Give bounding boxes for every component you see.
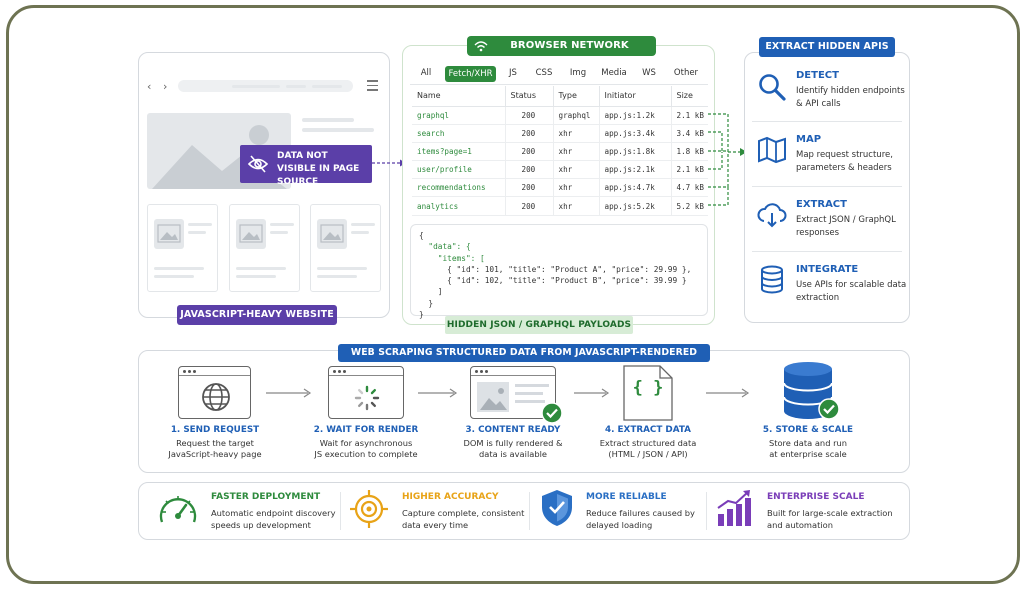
target-icon (350, 490, 388, 528)
benefit-desc: Capture complete, consistent data every … (402, 508, 525, 530)
overlay-label: DATA NOT VISIBLE IN PAGE SOURCE (277, 151, 360, 187)
menu-icon (367, 80, 378, 91)
json-payload: { "data": { "items": [ { "id": 101, "tit… (410, 224, 708, 319)
step-1-window (178, 366, 251, 419)
api-item-map: MAP Map request structure, parameters & … (752, 134, 902, 184)
check-circle-icon (541, 402, 563, 424)
arrow-right-icon (266, 388, 312, 398)
search-icon (759, 74, 786, 101)
benefit-desc: Reduce failures caused by delayed loadin… (586, 508, 695, 530)
eye-slash-icon (247, 155, 269, 173)
tab-other[interactable]: Other (673, 68, 699, 78)
globe-icon (202, 383, 230, 411)
column-header: Type (553, 86, 600, 107)
cloud-download-icon (757, 203, 787, 228)
image-icon (320, 224, 344, 243)
tab-img[interactable]: Img (569, 68, 587, 78)
benefit-title: HIGHER ACCURACY (402, 492, 499, 502)
payload-caption: HIDDEN JSON / GRAPHQL PAYLOADS (445, 316, 633, 334)
browser-forward-icon: › (163, 80, 168, 93)
benefit-desc: Automatic endpoint discovery speeds up d… (211, 508, 336, 530)
image-icon (239, 224, 263, 243)
arrow-right-icon (706, 388, 750, 398)
check-circle-icon (818, 398, 840, 420)
image-icon (157, 224, 181, 243)
benefit-desc: Built for large-scale extraction and aut… (767, 508, 893, 530)
benefit-title: MORE RELIABLE (586, 492, 667, 502)
map-icon (758, 136, 786, 164)
content-card (229, 204, 300, 292)
column-header: Initiator (599, 86, 672, 107)
data-not-visible-overlay: DATA NOT VISIBLE IN PAGE SOURCE (240, 145, 372, 187)
step-3: 3. CONTENT READY DOM is fully rendered &… (463, 425, 563, 459)
shield-check-icon (542, 490, 572, 526)
benefit-title: FASTER DEPLOYMENT (211, 492, 321, 502)
step-2-window (328, 366, 404, 419)
code-braces: { } (632, 378, 664, 398)
table-header-row: Name Status Type Initiator Size (412, 86, 708, 107)
column-header: Name (412, 86, 506, 107)
arrow-right-icon (574, 388, 610, 398)
step-2: 2. WAIT FOR RENDER Wait for asynchronous… (313, 425, 419, 459)
dashed-arrow-icon (372, 159, 406, 167)
network-header: BROWSER NETWORK ACTIVITY (467, 36, 656, 71)
network-header-label: BROWSER NETWORK ACTIVITY (510, 40, 629, 71)
column-header: Status (505, 86, 554, 107)
step-4: 4. EXTRACT DATA Extract structured data(… (599, 425, 697, 459)
arrow-right-icon (418, 388, 458, 398)
benefits-panel (138, 482, 910, 540)
column-header: Size (671, 86, 708, 107)
loading-spinner-icon (354, 385, 380, 411)
tab-all[interactable]: All (420, 68, 432, 78)
wifi-icon (474, 41, 488, 52)
website-caption: JAVASCRIPT-HEAVY WEBSITE (177, 305, 337, 325)
api-header: EXTRACT HIDDEN APIS (759, 37, 895, 57)
api-item-detect: DETECT Identify hidden endpoints & API c… (752, 70, 905, 120)
benefit-title: ENTERPRISE SCALE (767, 492, 865, 502)
tab-js[interactable]: JS (509, 68, 517, 78)
dashed-connector-icon (708, 113, 747, 206)
content-card (310, 204, 381, 292)
tab-media[interactable]: Media (601, 68, 627, 78)
tab-fetch-xhr[interactable]: Fetch/XHR (445, 66, 496, 82)
api-item-integrate: INTEGRATE Use APIs for scalable data ext… (752, 264, 906, 314)
database-icon (761, 265, 783, 294)
pipeline-header: WEB SCRAPING STRUCTURED DATA FROM JAVASC… (338, 344, 710, 376)
growth-chart-icon (717, 490, 751, 526)
tab-css[interactable]: CSS (535, 68, 553, 78)
image-icon (480, 388, 507, 410)
browser-back-icon: ‹ (147, 80, 152, 93)
code-file-icon (623, 365, 673, 421)
api-panel (744, 52, 910, 323)
api-item-extract: EXTRACT Extract JSON / GraphQL responses (752, 199, 902, 249)
content-card (147, 204, 218, 292)
speedometer-icon (159, 496, 197, 523)
tab-ws[interactable]: WS (642, 68, 656, 78)
